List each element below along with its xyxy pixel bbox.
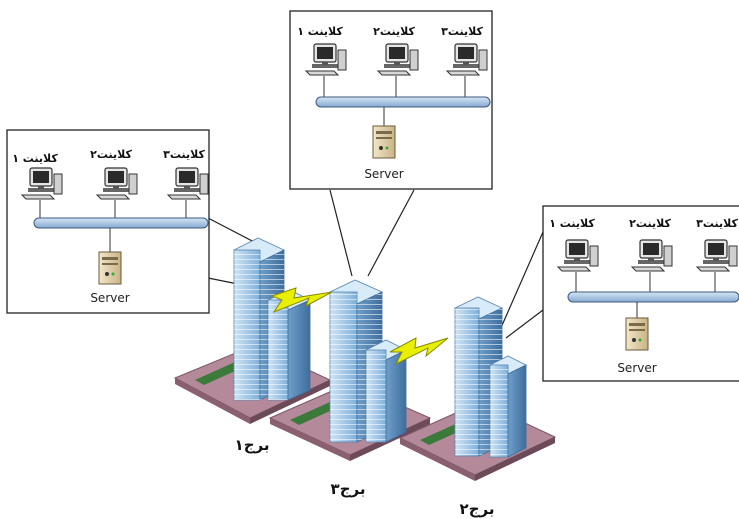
connector-line-top: [329, 189, 353, 277]
connector-line-right-lower: [505, 309, 544, 339]
client-label: کلاینت۳: [441, 25, 483, 38]
server-label: Server: [364, 167, 403, 181]
connector-line-top-right: [367, 189, 415, 277]
server-label: Server: [617, 361, 656, 375]
client-label: کلاینت۳: [696, 217, 738, 230]
server-icon: [625, 317, 649, 351]
tower-label: برج۳: [331, 480, 366, 498]
server-icon: [98, 251, 122, 285]
tower-building: [233, 237, 311, 401]
tower-label: برج۱: [235, 436, 270, 454]
network-bus: [315, 96, 491, 108]
lan-box-left: کلاینت ۱ کلاینت۲ کلاینت۳ Server: [6, 129, 210, 314]
server-label: Server: [90, 291, 129, 305]
client-label: کلاینت ۱: [297, 25, 343, 38]
client-label: کلاینت۲: [373, 25, 415, 38]
wireless-link-icon: [389, 337, 449, 366]
tower-building: [454, 296, 527, 458]
tower-building: [329, 279, 407, 443]
lan-box-right: کلاینت ۱ کلاینت۲ کلاینت۳ Server: [542, 205, 739, 382]
tower-label: برج۲: [460, 500, 495, 518]
server-icon: [372, 125, 396, 159]
client-label: کلاینت ۱: [12, 152, 58, 165]
client-label: کلاینت۲: [90, 148, 132, 161]
lan-box-top: کلاینت ۱ کلاینت۲ کلاینت۳ Server: [289, 10, 493, 190]
network-bus: [33, 217, 209, 229]
wireless-link-icon: [270, 287, 333, 314]
connector-line-left: [207, 217, 259, 245]
client-label: کلاینت ۱: [549, 217, 595, 230]
connector-line-right: [499, 231, 544, 331]
network-bus: [567, 291, 739, 303]
client-label: کلاینت۲: [629, 217, 671, 230]
client-label: کلاینت۳: [163, 148, 205, 161]
